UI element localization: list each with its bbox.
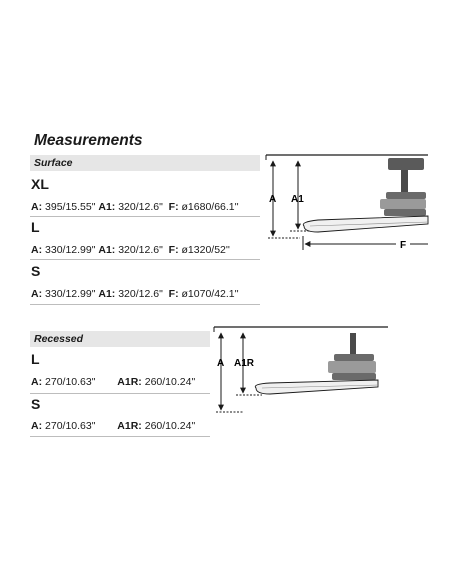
page-title: Measurements <box>34 132 143 149</box>
motor-top <box>334 354 374 361</box>
divider <box>30 304 260 305</box>
recessed-size-l: L <box>31 351 40 367</box>
surface-l-dims: A: 330/12.99" A1: 320/12.6" F: ø1320/52'… <box>31 244 230 256</box>
recessed-label-a: A <box>217 358 224 369</box>
downrod <box>350 333 356 354</box>
downrod <box>401 170 408 192</box>
divider <box>30 436 210 437</box>
divider <box>30 216 260 217</box>
divider <box>30 259 260 260</box>
surface-section-label: Surface <box>34 157 73 169</box>
fan-blade <box>254 379 379 395</box>
surface-label-a1: A1 <box>291 194 304 205</box>
surface-label-a: A <box>269 194 276 205</box>
motor-housing <box>328 361 376 373</box>
recessed-section-label: Recessed <box>34 333 84 345</box>
ceiling-canopy <box>388 158 424 170</box>
surface-section-header: Surface <box>30 155 260 171</box>
divider <box>30 393 210 394</box>
motor-bottom <box>384 209 426 216</box>
surface-s-dims: A: 330/12.99" A1: 320/12.6" F: ø1070/42.… <box>31 288 239 300</box>
recessed-l-dims: A: 270/10.63" A1R: 260/10.24" <box>31 376 196 388</box>
surface-size-s: S <box>31 263 41 279</box>
surface-size-l: L <box>31 219 40 235</box>
recessed-s-dims: A: 270/10.63" A1R: 260/10.24" <box>31 420 196 432</box>
motor-housing <box>380 199 426 209</box>
recessed-size-s: S <box>31 396 41 412</box>
surface-xl-dims: A: 395/15.55" A1: 320/12.6" F: ø1680/66.… <box>31 201 239 213</box>
surface-label-f: F <box>400 240 406 251</box>
recessed-fan-diagram: A A1R <box>213 326 388 413</box>
surface-fan-diagram: A A1 F <box>265 154 429 251</box>
surface-size-xl: XL <box>31 176 49 192</box>
motor-bottom <box>332 373 376 380</box>
motor-top <box>386 192 426 199</box>
recessed-label-a1r: A1R <box>234 358 255 369</box>
recessed-section-header: Recessed <box>30 331 210 347</box>
